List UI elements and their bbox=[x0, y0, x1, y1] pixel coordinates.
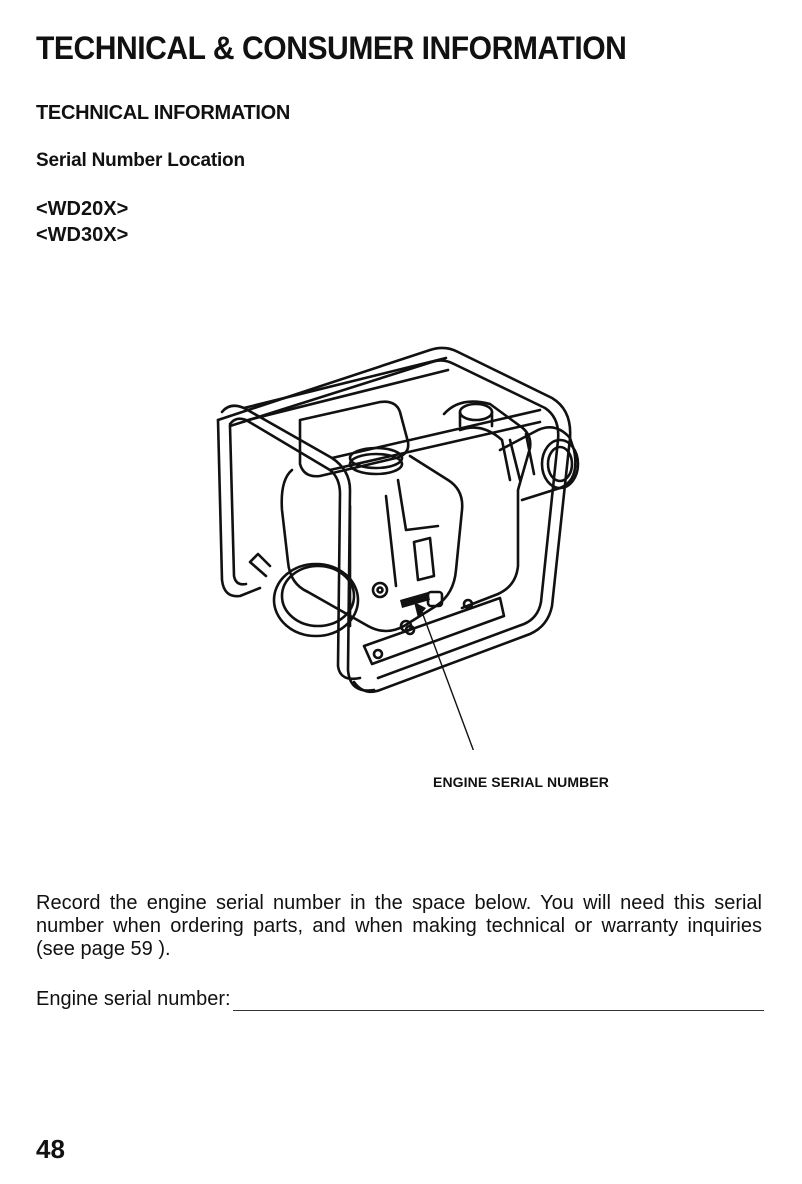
engine-serial-number-callout: ENGINE SERIAL NUMBER bbox=[433, 774, 609, 790]
page-number: 48 bbox=[36, 1134, 65, 1164]
water-pump-icon bbox=[216, 346, 580, 750]
serial-number-label: Engine serial number: bbox=[36, 988, 231, 1010]
serial-number-field: Engine serial number: bbox=[36, 988, 764, 1011]
serial-number-blank-line bbox=[232, 988, 764, 1011]
model-item-wd20x: <WD20X> bbox=[36, 198, 129, 220]
model-list: <WD20X> <WD30X> bbox=[36, 196, 128, 248]
instruction-paragraph: Record the engine serial number in the s… bbox=[36, 892, 762, 960]
subsection-title: Serial Number Location bbox=[36, 150, 245, 171]
section-title: TECHNICAL INFORMATION bbox=[36, 102, 291, 124]
page-title: TECHNICAL & CONSUMER INFORMATION bbox=[36, 30, 627, 66]
model-item-wd30x: <WD30X> bbox=[36, 224, 129, 246]
